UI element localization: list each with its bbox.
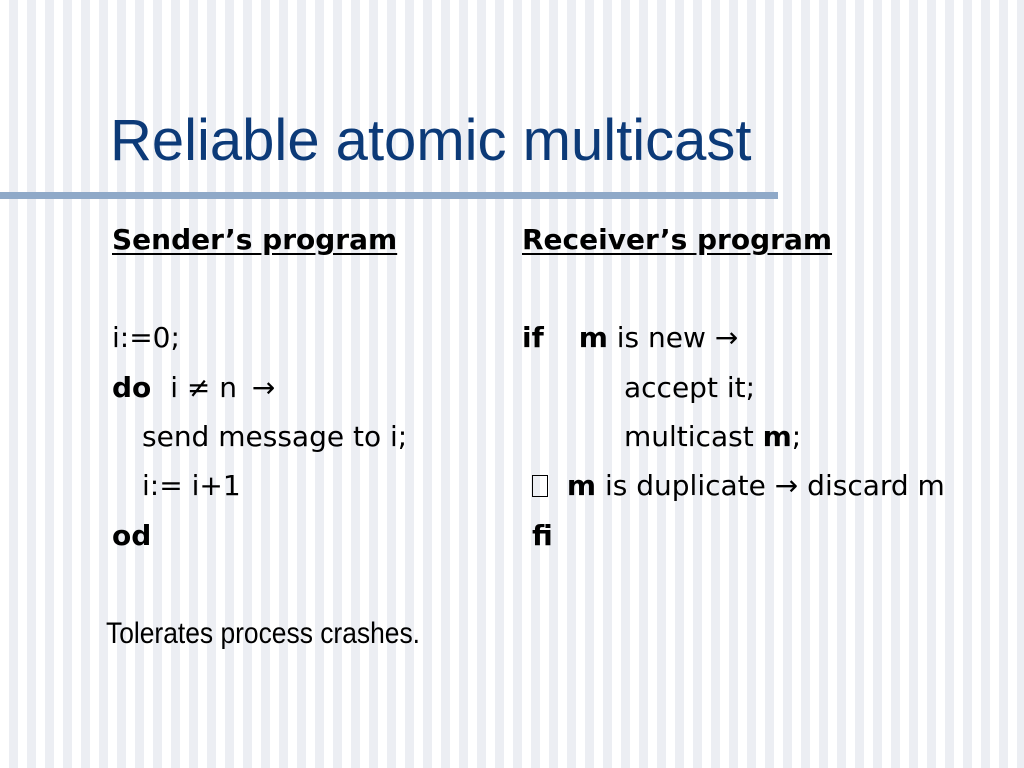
multicast-statement: multicast [624,420,754,453]
title-divider [0,192,778,199]
guard-symbol-icon [532,475,548,497]
multicast-semicolon: ; [791,420,802,453]
receiver-line-multicast: multicast m; [624,415,801,459]
slide-title: Reliable atomic multicast [110,108,752,173]
increment-statement: i:= i+1 [142,469,241,502]
message-variable: m [578,321,608,354]
condition-new: is new [616,321,706,354]
sender-line-init: i:=0; [112,316,180,360]
receiver-line-duplicate: m is duplicate → discard m [532,464,945,508]
footer-note: Tolerates process crashes. [106,617,421,650]
sender-line-incr: i:= i+1 [142,464,241,508]
receiver-line-accept: accept it; [624,366,755,410]
receiver-line-if: if m is new → [522,316,738,360]
discard-statement: discard m [807,469,945,502]
if-keyword: if [522,321,544,354]
multicast-message-variable: m [762,420,792,453]
message-variable-duplicate: m [566,469,597,502]
sender-init: i:=0; [112,321,180,354]
do-condition: i ≠ n [170,371,237,404]
sender-line-od: od [112,514,151,558]
sender-heading: Sender’s program [112,223,398,256]
od-keyword: od [112,519,152,552]
receiver-heading: Receiver’s program [522,223,833,256]
send-statement: send message to i; [142,420,408,453]
fi-keyword: fi [532,519,553,552]
condition-duplicate: is duplicate [605,469,766,502]
sender-line-do: do i ≠ n → [112,366,275,410]
sender-line-send: send message to i; [142,415,407,459]
accept-statement: accept it; [624,371,756,404]
right-arrow-icon: → [774,469,799,502]
do-keyword: do [112,371,152,404]
right-arrow-icon: → [714,321,739,354]
receiver-line-fi: fi [532,514,553,558]
right-arrow-icon: → [251,371,276,404]
